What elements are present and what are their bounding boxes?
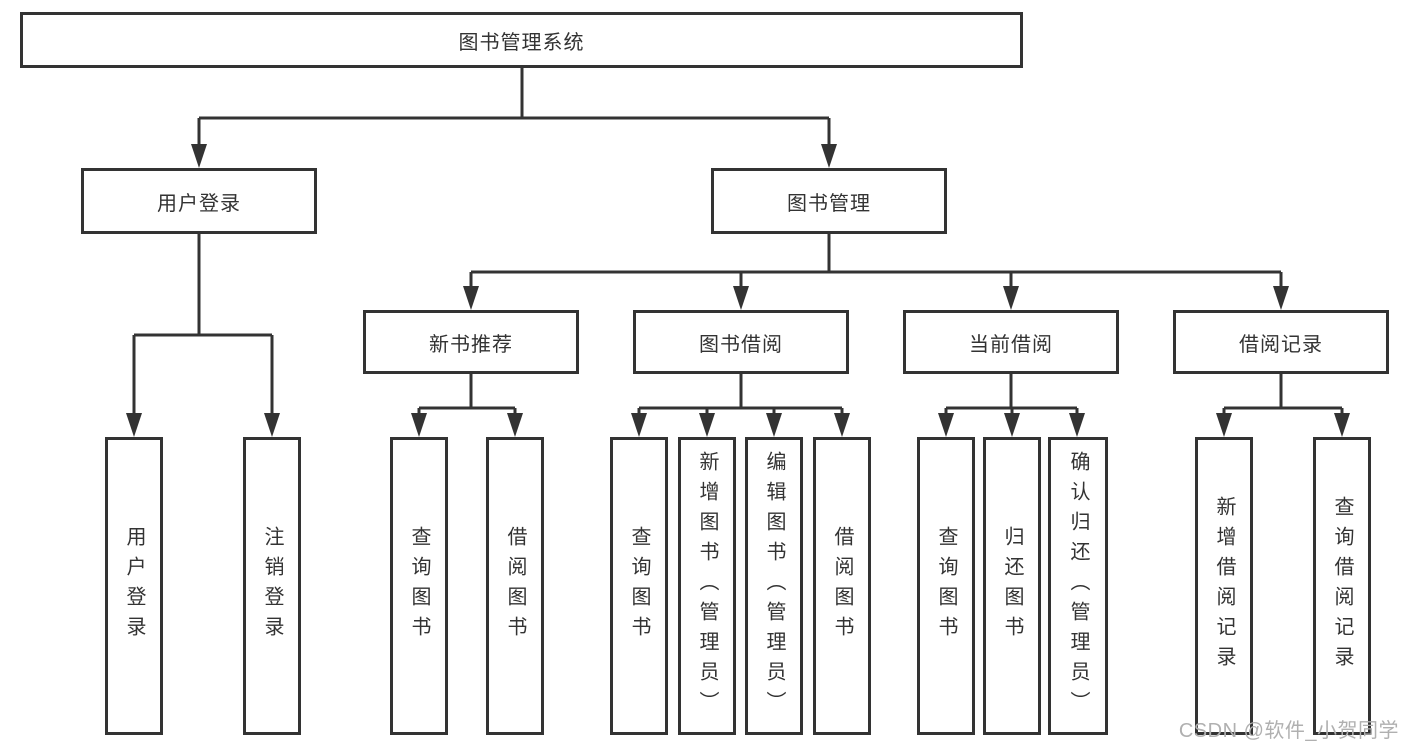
node-label: 当前借阅: [969, 333, 1053, 356]
leaf-add-books-admin: 新增图书（管理员）: [678, 437, 736, 735]
leaf-edit-books-admin: 编辑图书（管理员）: [745, 437, 803, 735]
leaf-query-books-current: 查询图书: [917, 437, 975, 735]
node-borrowing-records: 借阅记录: [1173, 310, 1389, 374]
leaf-label: 借阅图书: [504, 526, 526, 646]
leaf-label: 归还图书: [1001, 526, 1023, 646]
node-book-borrowing: 图书借阅: [633, 310, 849, 374]
leaf-user-login: 用户登录: [105, 437, 163, 735]
node-label: 用户登录: [157, 192, 241, 215]
node-label: 图书管理: [787, 192, 871, 215]
node-label: 图书管理系统: [458, 31, 585, 54]
leaf-query-books-borrow: 查询图书: [610, 437, 668, 735]
leaf-label: 查询图书: [935, 526, 957, 646]
leaf-label: 确认归还（管理员）: [1067, 451, 1089, 721]
node-label: 借阅记录: [1239, 333, 1323, 356]
leaf-logout: 注销登录: [243, 437, 301, 735]
leaf-label: 借阅图书: [831, 526, 853, 646]
leaf-borrow-books-recommend: 借阅图书: [486, 437, 544, 735]
leaf-query-books-recommend: 查询图书: [390, 437, 448, 735]
leaf-label: 查询借阅记录: [1331, 496, 1353, 676]
leaf-label: 注销登录: [261, 526, 283, 646]
node-library-management-system: 图书管理系统: [20, 12, 1023, 68]
leaf-borrow-books: 借阅图书: [813, 437, 871, 735]
node-new-book-recommend: 新书推荐: [363, 310, 579, 374]
leaf-return-books: 归还图书: [983, 437, 1041, 735]
node-user-login: 用户登录: [81, 168, 317, 234]
node-label: 新书推荐: [429, 333, 513, 356]
node-book-management: 图书管理: [711, 168, 947, 234]
leaf-query-borrow-record: 查询借阅记录: [1313, 437, 1371, 735]
leaf-label: 查询图书: [408, 526, 430, 646]
leaf-label: 用户登录: [123, 526, 145, 646]
leaf-add-borrow-record: 新增借阅记录: [1195, 437, 1253, 735]
leaf-confirm-return-admin: 确认归还（管理员）: [1048, 437, 1108, 735]
csdn-watermark: CSDN @软件_小贺同学: [1178, 720, 1399, 742]
leaf-label: 新增图书（管理员）: [696, 451, 718, 721]
node-label: 图书借阅: [699, 333, 783, 356]
leaf-label: 编辑图书（管理员）: [763, 451, 785, 721]
leaf-label: 新增借阅记录: [1213, 496, 1235, 676]
leaf-label: 查询图书: [628, 526, 650, 646]
node-current-borrowing: 当前借阅: [903, 310, 1119, 374]
